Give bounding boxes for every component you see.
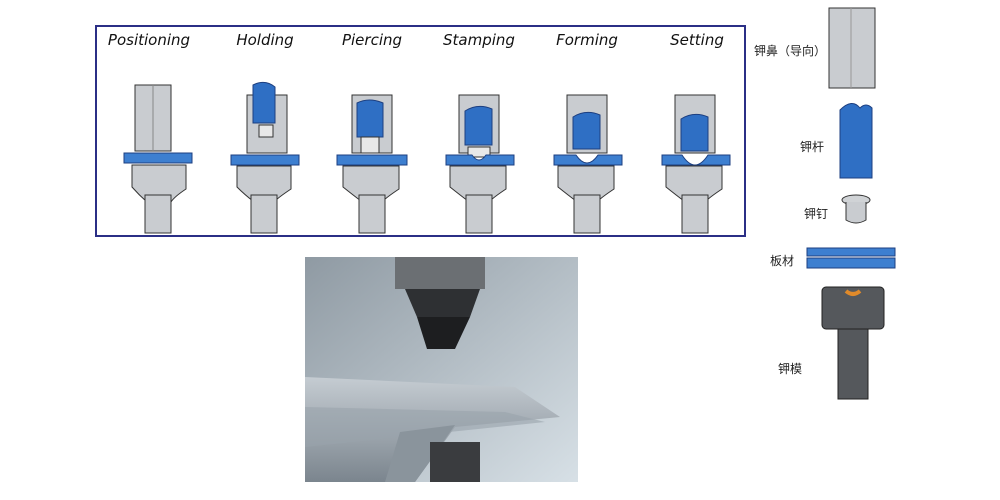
die-icon [821, 286, 885, 400]
riveting-photo [305, 257, 578, 482]
stage-label-forming: Forming [556, 31, 618, 49]
part-label-punch-rod: 钾杆 [800, 140, 825, 154]
piercing-illustration [336, 94, 408, 234]
part-label-die: 钾模 [778, 362, 803, 376]
positioning-illustration [123, 84, 193, 234]
rivet-icon [841, 194, 871, 224]
punch-rod-icon [839, 103, 873, 179]
stage-label-piercing: Piercing [341, 31, 403, 49]
stamping-illustration [445, 94, 515, 234]
part-label-nose-guide: 钾鼻（导向） [754, 44, 827, 58]
holding-illustration [230, 81, 300, 234]
stage-label-positioning: Positioning [107, 31, 191, 49]
forming-illustration [553, 94, 623, 234]
stage-label-stamping: Stamping [443, 31, 515, 49]
sheet-icon [806, 247, 896, 269]
setting-illustration [661, 94, 731, 234]
process-diagram-panel: Positioning Holding Piercing Stamping Fo… [95, 25, 746, 237]
stage-label-holding: Holding [236, 31, 294, 49]
stage-label-setting: Setting [670, 31, 724, 49]
part-label-rivet: 钾钉 [804, 207, 829, 221]
part-label-sheet: 板材 [770, 254, 795, 268]
nose-guide-icon [828, 7, 876, 89]
